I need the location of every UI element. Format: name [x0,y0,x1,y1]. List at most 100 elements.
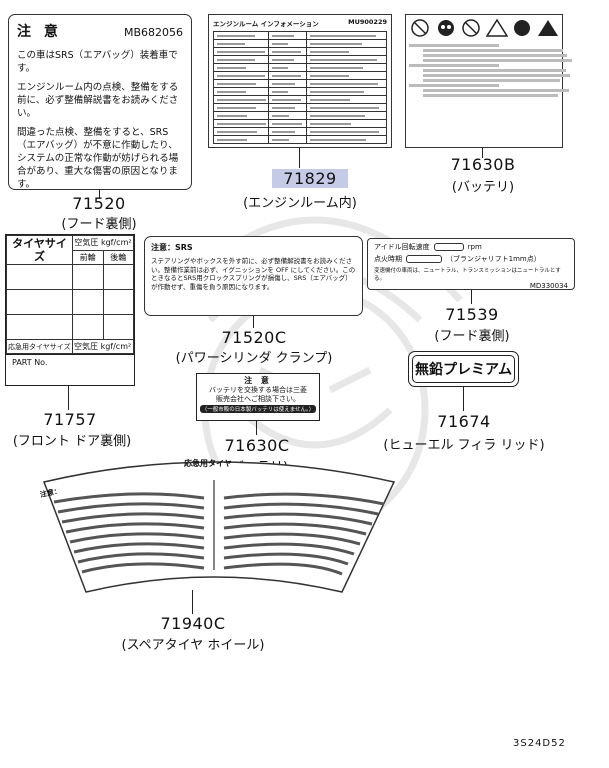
spare-tire-text-line-left [77,552,205,564]
keep-children-away-icon [462,19,480,37]
part-number-71674: 71674 [437,412,491,431]
idle-speed-value-field [433,243,464,251]
srs-hood-code: MB682056 [123,26,183,39]
leader-71829 [299,148,301,168]
emission-table-row [212,47,387,56]
emission-table-row [212,31,387,40]
battery-warning-text-line [409,44,499,47]
emission-table-row [212,135,387,144]
part-number-71520c: 71520C [221,328,287,347]
pressure-header: 空気圧 kgf/cm² [72,235,134,251]
part-number-71757: 71757 [43,410,97,429]
battery-clamp-line3: （一般市販の日本製バッテリは使えません。） [200,405,316,413]
battery-warning-text-line [423,89,569,92]
spare-tire-text-line-left [81,562,205,574]
battery-warning-text-line [423,74,570,77]
part-number-71829: 71829 [272,169,348,188]
srs-hood-label: 注 意 MB682056 この車はSRS（エアバッグ）装着車です。 エンジンルー… [8,14,192,190]
battery-warning-text-line [423,94,558,97]
rear-wheel-header: 後輪 [102,249,134,265]
location-71520: (フード裏側) [61,217,137,232]
battery-warning-label [405,14,572,148]
emission-table-row [212,119,387,128]
emission-table-row [212,87,387,96]
spare-tire-text-line-left [57,502,205,514]
battery-warning-text-line [423,79,560,82]
part-number-71520: 71520 [72,194,126,213]
location-71520c: (パワーシリンダ クランプ) [175,351,333,366]
location-71757: (フロント ドア裏側) [12,434,132,449]
location-71940c: (スペアタイヤ ホイール) [121,638,265,653]
srs-clamp-label: 注意：SRS ステアリングやボックスを外す前に、必ず整備解説書をお読みください。… [144,236,363,316]
leader-71630c [256,421,258,435]
spare-tire-header: 応急用タイヤサイズ [5,339,74,354]
explosion-warning-icon [537,20,558,36]
no-smoking-icon [411,19,429,37]
diagram-code: 3S24D52 [513,738,566,749]
leader-71757 [68,386,70,410]
leader-71520 [99,190,101,198]
premium-fuel-label: 無鉛プレミアム [408,351,519,387]
eye-protection-icon [437,20,454,36]
spare-tire-text-line-right [223,512,373,526]
battery-warning-text-line [409,64,499,67]
plunger-lift-text: （ブランジャリフト1mm点） [446,255,541,263]
ignition-timing-text: 点火時期 [374,255,402,263]
idle-speed-text: アイドル回転速度 [374,243,430,251]
spare-tire-text-line-right [223,552,349,566]
spare-tire-text-line-left [61,512,205,524]
battery-clamp-title: 注 意 [244,376,272,385]
srs-clamp-text: ステアリングやボックスを外す前に、必ず整備解説書をお読みください。整備作業前は必… [151,257,356,291]
emission-table [212,31,387,144]
idle-condition-text: 変速機付の車両は、ニュートラル、トランスミッションはニュートラルとする。 [374,268,561,282]
location-71539: (フード裏側) [434,329,510,344]
spare-tire-text-line-left [73,542,205,554]
tire-pressure-label: タイヤサイズ 空気圧 kgf/cm² 前輪 後輪 応急用タイヤサイズ 空気圧 k… [5,234,135,386]
spare-tire-text-line-right [223,542,355,556]
leader-71539 [471,290,473,304]
srs-hood-line1: この車はSRS（エアバッグ）装着車です。 [17,50,178,74]
part-number-71630b: 71630B [450,155,516,174]
location-71630b: (バッテリ) [451,180,515,195]
spare-pressure-header: 空気圧 kgf/cm² [72,339,134,354]
srs-hood-para3: 間違った点検、整備をすると、SRS（エアバッグ）が不意に作動したり、システムの正… [17,127,179,190]
battery-warning-text-line [423,69,566,72]
emission-table-row [212,103,387,112]
location-71674: (ヒューエル フィラ リッド) [383,438,545,453]
battery-clamp-line2: 販売会社へご相談下さい。 [216,395,300,403]
emission-table-row [212,127,387,136]
emission-table-row [212,79,387,88]
part-number-71539: 71539 [445,305,499,324]
battery-warning-text-line [423,49,563,52]
srs-hood-title: 注 意 [17,24,62,40]
tire-size-header: タイヤサイズ [5,235,74,265]
emission-table-row [212,55,387,64]
emission-table-row [212,95,387,104]
spare-tire-text-line-left [53,492,205,504]
emission-table-row [212,71,387,80]
leader-71674 [463,387,465,411]
part-number-71940c: 71940C [160,614,226,633]
srs-clamp-title: 注意：SRS [151,243,193,252]
spare-tire-label [42,461,396,593]
premium-fuel-text: 無鉛プレミアム [412,355,515,383]
battery-warning-text-line [423,59,572,62]
battery-warning-text-line [423,54,567,57]
emission-table-row [212,39,387,48]
part-number-71630c: 71630C [224,436,290,455]
part-no-field: PART No. [6,354,134,370]
spare-tire-text-line-right [223,562,343,576]
spare-tire-title: 応急用タイヤ [184,459,232,468]
spare-tire-text-line-right [223,522,367,536]
spare-tire-text-line-right [223,492,385,506]
emission-header: エンジンルーム インフォメーション [213,20,319,28]
front-wheel-header: 前輪 [72,249,104,265]
spare-tire-text-line-left [69,532,205,544]
emission-table-row [212,63,387,72]
srs-hood-para2: エンジンルーム内の点検、整備をする前に、必ず整備解説書をお読みください。 [17,82,179,119]
spare-tire-text-line-right [223,502,379,516]
emission-info-label: エンジンルーム インフォメーション MU900229 [208,14,392,148]
leader-71520c [253,316,255,328]
emission-table-row [212,111,387,120]
emission-code: MU900229 [348,18,387,26]
